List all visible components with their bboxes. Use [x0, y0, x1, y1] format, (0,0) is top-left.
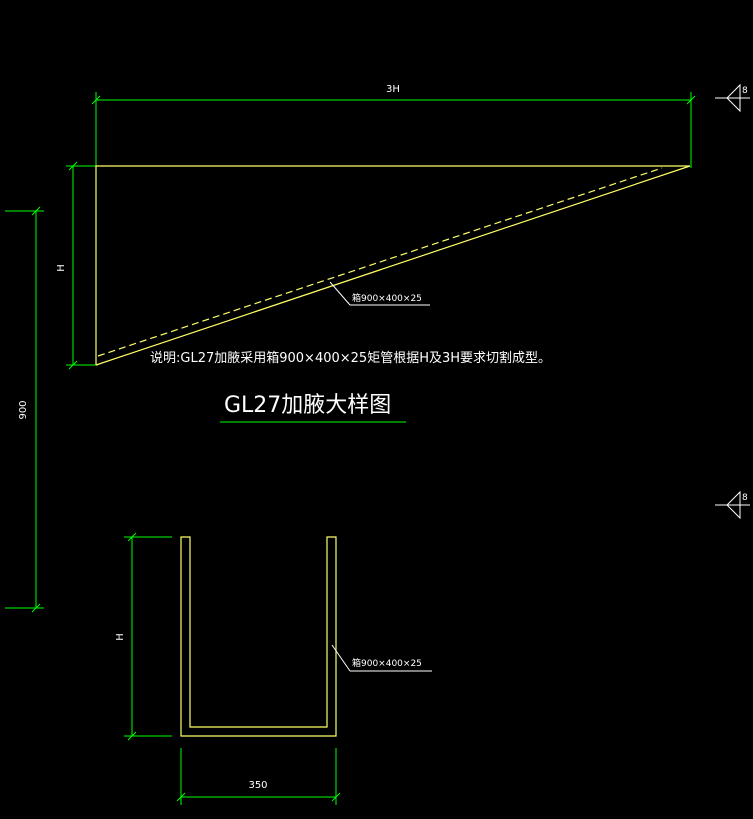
tick-bottom [68, 360, 78, 370]
tick-channel-bottom [127, 731, 137, 741]
section-mark-upper-label: 8 [742, 86, 748, 96]
channel-section-outline [180, 536, 337, 737]
tick-left [91, 95, 101, 105]
gusset-outline [95, 165, 691, 366]
gusset-member-leader [329, 281, 430, 306]
channel-member-leader [331, 644, 432, 672]
channel-leader-diagonal [331, 644, 351, 672]
tick-right [686, 95, 696, 105]
dimension-label-3h: 3H [386, 84, 400, 95]
drawing-title: GL27加腋大样图 [224, 393, 391, 418]
section-mark-lower-triangle-icon [726, 490, 741, 520]
dimension-label-350: 350 [248, 780, 267, 791]
gusset-member-label: 箱900×400×25 [352, 292, 422, 304]
dimension-label-h-channel: H [115, 633, 126, 641]
dimension-350 [176, 748, 341, 805]
section-mark-upper [715, 83, 750, 113]
section-mark-lower-label: 8 [742, 493, 748, 503]
section-mark-lower [715, 490, 750, 520]
tick-channel-top [127, 532, 137, 542]
tick-top [68, 161, 78, 171]
section-mark-upper-triangle-icon [726, 83, 741, 113]
dimension-h-channel [124, 532, 172, 741]
dimension-900 [5, 206, 44, 613]
channel-u-shape [180, 536, 337, 737]
tick-350-left [176, 792, 186, 802]
leader-line-diagonal [329, 281, 351, 306]
dimension-label-h-gusset: H [56, 264, 67, 272]
dimension-label-900: 900 [18, 400, 29, 419]
dimension-3h [91, 92, 696, 168]
dimension-h-gusset [66, 161, 98, 370]
channel-member-label: 箱900×400×25 [352, 657, 422, 669]
tick-350-right [331, 792, 341, 802]
tick-900-top [31, 206, 41, 216]
gusset-hidden-line [97, 167, 663, 357]
tick-900-bottom [31, 603, 41, 613]
gusset-triangle [95, 165, 691, 366]
drawing-note: 说明:GL27加腋采用箱900×400×25矩管根据H及3H要求切割成型。 [150, 350, 551, 366]
